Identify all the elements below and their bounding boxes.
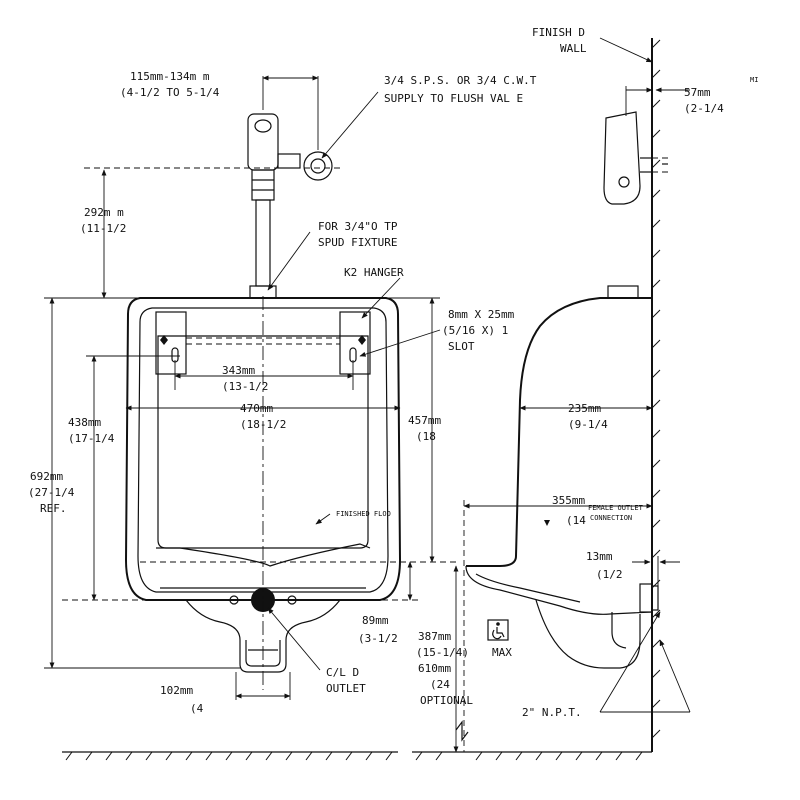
depth-235-in: (9-1/4: [568, 418, 608, 431]
npt-leader-3: [659, 639, 691, 713]
npt-label: 2" N.P.T.: [522, 706, 582, 719]
height-438-mm: 438mm: [68, 416, 101, 429]
hanger-leader: [361, 277, 401, 319]
max-label: MAX: [492, 646, 512, 659]
width-102-mm: 102mm: [160, 684, 193, 697]
spud-note: FOR 3/4"O TP: [318, 220, 398, 233]
depth-355-mm: 355mm: [552, 494, 585, 507]
slot-label-2: (5/16 X) 1: [442, 324, 508, 337]
finished-wall: [651, 38, 661, 752]
gap-13-mm: 13mm: [586, 550, 613, 563]
slot-label: 8mm X 25mm: [448, 308, 515, 321]
height-89-mm: 89mm: [362, 614, 389, 627]
width-470-mm: 470mm: [240, 402, 273, 415]
spud-leader: [267, 231, 311, 291]
outlet-label-2: OUTLET: [326, 682, 366, 695]
height-387-mm: 387mm: [418, 630, 451, 643]
outlet-leader: [267, 607, 321, 671]
width-343-in: (13-1/2: [222, 380, 268, 393]
finished-wall-leader: [599, 37, 653, 63]
wall-depth-note: MI: [750, 76, 758, 84]
flush-valve-front: [247, 113, 333, 299]
supply-note: 3/4 S.P.S. OR 3/4 C.W.T: [384, 74, 537, 87]
gap-13-in: (1/2: [596, 568, 623, 581]
wall-depth-mm: 57mm: [684, 86, 711, 99]
slot-label-3: SLOT: [448, 340, 475, 353]
wall-depth-in: (2-1/4: [684, 102, 724, 115]
slot-leader: [359, 329, 441, 357]
height-457-mm: 457mm: [408, 414, 441, 427]
optional-label: OPTIONAL: [420, 694, 473, 707]
depth-235-mm: 235mm: [568, 402, 601, 415]
valve-width-mm: 115mm-134m m: [130, 70, 210, 83]
outlet-label: C/L D: [326, 666, 359, 679]
height-692-in: (27-1/4: [28, 486, 75, 499]
depth-355-in: (14: [566, 514, 586, 527]
height-89-in: (3-1/2: [358, 632, 398, 645]
finished-floor-label: FINISHED FLOO: [336, 510, 391, 518]
height-692-mm: 692mm: [30, 470, 63, 483]
spud-note-2: SPUD FIXTURE: [318, 236, 397, 249]
width-343-mm: 343mm: [222, 364, 255, 377]
urinal-front: [124, 297, 402, 673]
wheelchair-accessible-icon: [487, 619, 509, 641]
hanger-label: K2 HANGER: [344, 266, 404, 279]
finished-wall-label: FINISH D: [532, 26, 585, 39]
height-457-in: (18: [416, 430, 436, 443]
height-387-in: (15-1/4): [416, 646, 469, 659]
valve-width-in: (4-1/2 TO 5-1/4: [120, 86, 220, 99]
supply-leader: [321, 91, 379, 159]
female-outlet-label-2: CONNECTION: [590, 514, 632, 522]
floor-line-front: [62, 751, 398, 761]
supply-note-2: SUPPLY TO FLUSH VAL E: [384, 92, 523, 105]
floor-line-side: [412, 720, 652, 761]
height-438-in: (17-1/4: [68, 432, 115, 445]
urinal-side: [465, 297, 659, 669]
height-610-in: (24: [430, 678, 450, 691]
height-692-ref: REF.: [40, 502, 67, 515]
height-610-mm: 610mm: [418, 662, 451, 675]
flush-valve-side: [603, 111, 672, 299]
height-292-mm: 292m m: [84, 206, 124, 219]
width-470-in: (18-1/2: [240, 418, 286, 431]
finished-wall-label-2: WALL: [560, 42, 587, 55]
width-102-in: (4: [190, 702, 204, 715]
height-292-in: (11-1/2: [80, 222, 126, 235]
outlet-marker: [544, 520, 550, 526]
finished-floor-leader: [315, 513, 331, 525]
npt-leader-1: [599, 611, 661, 713]
female-outlet-label: FEMALE OUTLET: [588, 504, 644, 512]
